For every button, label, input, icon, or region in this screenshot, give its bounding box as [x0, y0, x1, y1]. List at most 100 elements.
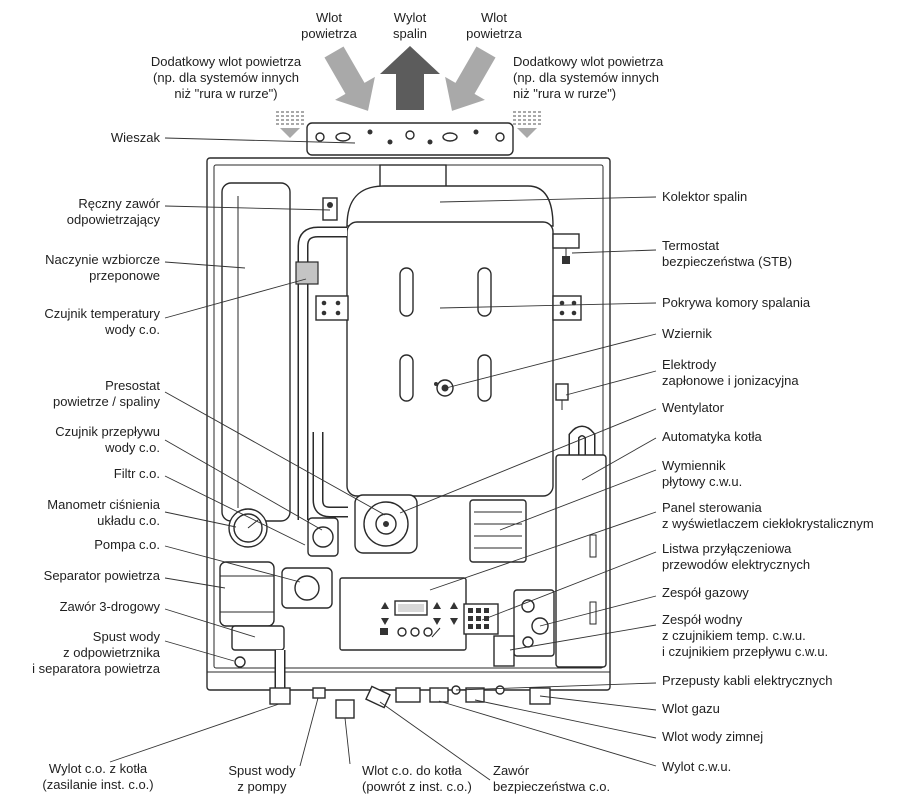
label-line: przeponowe — [89, 268, 160, 283]
label-vent-drain: Spust wody z odpowietrznika i separatora… — [32, 629, 160, 677]
label-line: Naczynie wzbiorcze — [45, 252, 160, 267]
label-cable-glands: Przepusty kabli elektrycznych — [662, 673, 833, 689]
leader-line-safety-valve — [379, 701, 491, 781]
water-group — [493, 635, 515, 667]
label-plate-heat-exchanger: Wymiennik płytowy c.w.u. — [662, 458, 742, 490]
label-line: Wylot c.o. z kotła — [48, 761, 148, 776]
label-line: płytowy c.w.u. — [662, 474, 743, 489]
label-gas-inlet: Wlot gazu — [662, 701, 720, 717]
bracket-hole — [335, 310, 341, 316]
label-line: Listwa przyłączeniowa — [662, 541, 792, 556]
label-terminal-strip: Listwa przyłączeniowa przewodów elektryc… — [662, 541, 810, 573]
bracket-hole — [559, 310, 565, 316]
leader-line-ch-return-inlet — [344, 717, 351, 765]
air-inlet-arrow-right-shape — [445, 46, 496, 111]
safety-valve — [365, 685, 391, 709]
cover-slot — [399, 267, 414, 317]
hanger-hole — [427, 139, 433, 145]
label-line: (np. dla systemów innych — [153, 70, 299, 85]
label-ch-temp-sensor: Czujnik temperatury wody c.o. — [44, 306, 160, 338]
label-line: Filtr c.o. — [113, 466, 160, 481]
label-line: (np. dla systemów innych — [513, 70, 659, 85]
leader-line-pressure-switch — [164, 391, 386, 516]
plate-heat-exchanger — [469, 499, 527, 563]
extra-air-marker-left — [276, 111, 304, 138]
label-ch-filter: Filtr c.o. — [114, 466, 160, 482]
label-line: powietrze / spaliny — [53, 394, 160, 409]
leader-line-ch-pump — [164, 545, 301, 583]
flue-collector — [346, 185, 554, 227]
extra-air-arrow-head — [280, 128, 300, 138]
label-line: Wlot — [481, 10, 507, 25]
label-line: Zawór — [493, 763, 530, 778]
terminal — [476, 624, 481, 629]
label-line: Wentylator — [662, 400, 724, 415]
label-line: i czujnikiem przepływu c.w.u. — [662, 644, 829, 659]
ch-return-connector — [335, 699, 355, 719]
vent-drain — [234, 656, 246, 668]
label-ch-flow-sensor: Czujnik przepływu wody c.o. — [55, 424, 160, 456]
leader-line-control-panel — [429, 511, 657, 591]
pump-drain-connector — [312, 687, 326, 699]
label-sight-glass: Wziernik — [662, 326, 712, 342]
label-cold-water-inlet: Wlot wody zimnej — [662, 729, 763, 745]
label-line: zapłonowe i jonizacyjna — [662, 373, 799, 388]
label-line: bezpieczeństwa c.o. — [493, 779, 611, 794]
leader-line-cold-water-inlet — [474, 699, 657, 739]
air-inlet-arrow-left-shape — [324, 46, 375, 111]
leader-line-manual-air-vent — [164, 205, 331, 211]
flue-outlet-arrow — [380, 46, 440, 110]
leader-line-pump-drain — [299, 697, 319, 767]
label-line: Wieszak — [110, 130, 160, 145]
label-line: Spust wody — [228, 763, 296, 778]
terminal — [468, 624, 473, 629]
label-line: Panel sterowania — [662, 500, 762, 515]
label-line: bezpieczeństwa (STB) — [662, 254, 793, 269]
label-line: wody c.o. — [105, 440, 160, 455]
leader-line-three-way-valve — [164, 608, 256, 638]
label-control-panel: Panel sterowania z wyświetlaczem ciekłok… — [662, 500, 874, 532]
leader-line-chamber-cover — [439, 302, 657, 309]
label-expansion-vessel: Naczynie wzbiorcze przeponowe — [45, 252, 160, 284]
leader-line-gas-inlet — [539, 695, 657, 711]
fan-axle — [383, 521, 389, 527]
label-line: Elektrody — [662, 357, 717, 372]
leader-line-boiler-controls — [581, 437, 657, 481]
label-line: z odpowietrznika — [63, 645, 160, 660]
left-bracket — [315, 295, 349, 321]
dhw-outlet-connector — [429, 687, 449, 703]
label-line: Dodatkowy wlot powietrza — [513, 54, 664, 69]
bracket-hole — [571, 300, 577, 306]
label-line: Kolektor spalin — [662, 189, 748, 204]
leader-line-electrodes — [565, 370, 657, 396]
label-safety-valve: Zawór bezpieczeństwa c.o. — [493, 763, 610, 795]
hanger-hole — [473, 129, 479, 135]
wrench-icon — [431, 627, 441, 638]
label-line: powietrza — [466, 26, 522, 41]
label-fan: Wentylator — [662, 400, 724, 416]
terminal — [468, 608, 473, 613]
label-line: z pompy — [237, 779, 287, 794]
leader-line-vent-drain — [164, 640, 235, 662]
sight-glass-center — [441, 384, 449, 392]
label-line: Presostat — [105, 378, 160, 393]
down-arrow-icon — [433, 618, 441, 625]
label-line: Termostat — [662, 238, 720, 253]
safety-thermostat — [552, 233, 580, 249]
label-line: Separator powietrza — [43, 568, 160, 583]
label-air-inlet-right: Wlot powietrza — [444, 10, 544, 42]
label-line: Zawór 3-drogowy — [59, 599, 160, 614]
ch-flow-sensor-dial — [312, 526, 334, 548]
leader-line-pressure-gauge — [164, 511, 237, 528]
terminal — [468, 616, 473, 621]
label-air-inlet-left: Wlot powietrza — [279, 10, 379, 42]
leader-line-dhw-outlet — [438, 700, 657, 767]
terminal — [476, 608, 481, 613]
label-line: spalin — [393, 26, 427, 41]
mode-icon — [380, 628, 388, 635]
safety-thermostat-sensor — [562, 256, 570, 264]
label-line: Wlot gazu — [662, 701, 720, 716]
controls-slot — [589, 534, 597, 558]
power-button-icon — [410, 627, 420, 637]
